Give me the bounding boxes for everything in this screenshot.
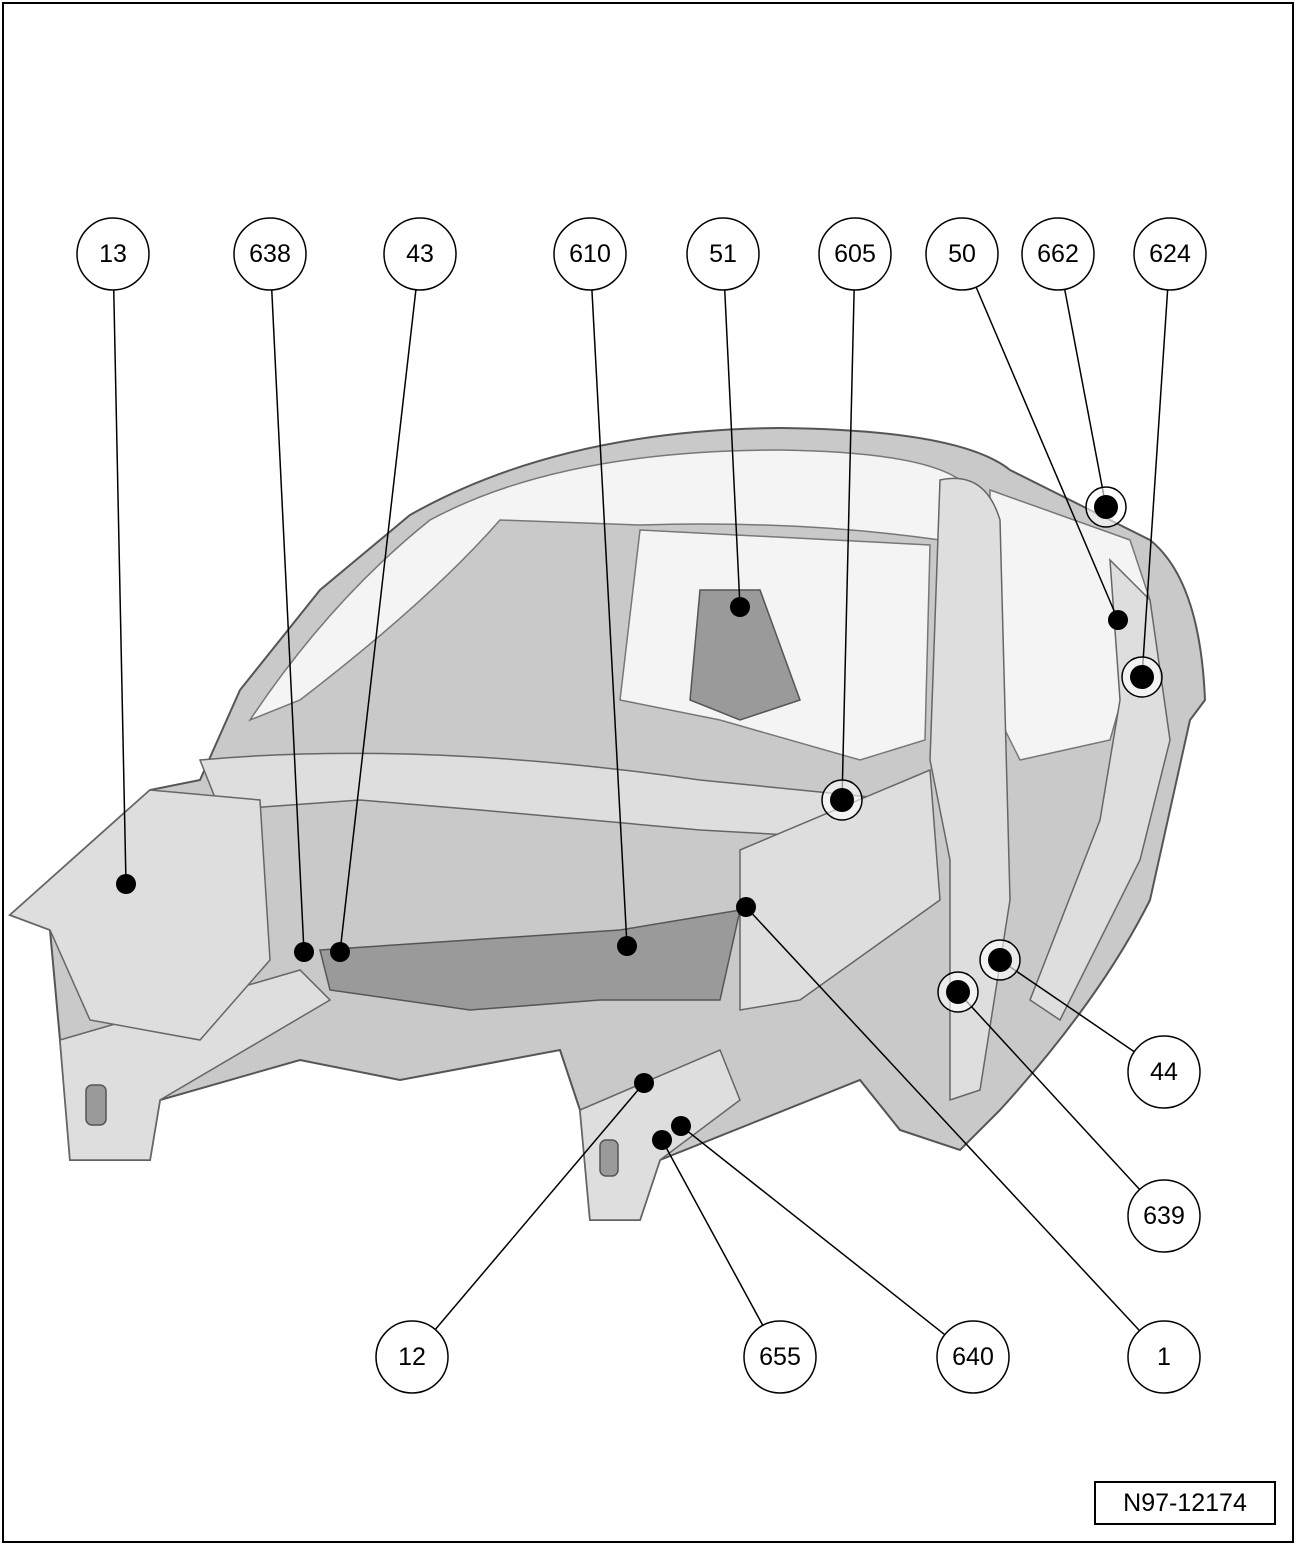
leader-line	[661, 1139, 764, 1326]
point-marker	[330, 942, 350, 962]
leader-line	[112, 289, 127, 885]
callout-50: 50	[925, 217, 1128, 630]
leader-line	[680, 1125, 946, 1336]
point-marker	[988, 948, 1012, 972]
callout-circle	[233, 217, 307, 291]
point-marker	[730, 597, 750, 617]
callout-circle	[1021, 217, 1095, 291]
point-marker	[652, 1130, 672, 1150]
callout-605: 605	[818, 217, 892, 821]
callout-circle	[1133, 217, 1207, 291]
point-marker	[1108, 610, 1128, 630]
leader-line	[434, 1082, 645, 1331]
point-marker	[1130, 665, 1154, 689]
callout-1: 1	[736, 897, 1201, 1394]
callout-label: 624	[1149, 240, 1191, 268]
callout-label: 610	[569, 240, 611, 268]
callout-label: 655	[759, 1343, 801, 1371]
callout-circle	[383, 217, 457, 291]
callout-circle	[553, 217, 627, 291]
callout-circle	[1127, 1035, 1201, 1109]
leader-line	[723, 289, 741, 608]
point-marker	[946, 980, 970, 1004]
callout-circle	[818, 217, 892, 291]
callout-44: 44	[979, 939, 1201, 1109]
callout-circle	[686, 217, 760, 291]
callout-638: 638	[233, 217, 314, 962]
callout-circle	[1127, 1179, 1201, 1253]
point-marker	[1094, 495, 1118, 519]
callout-43: 43	[330, 217, 457, 962]
callout-label: 640	[952, 1343, 994, 1371]
leader-line	[745, 906, 1141, 1332]
callout-circle	[936, 1320, 1010, 1394]
callout-13: 13	[76, 217, 150, 894]
point-marker	[116, 874, 136, 894]
callout-circle	[76, 217, 150, 291]
point-marker	[736, 897, 756, 917]
callout-label: 605	[834, 240, 876, 268]
callout-610: 610	[553, 217, 637, 956]
point-marker	[617, 936, 637, 956]
callout-circle	[743, 1320, 817, 1394]
callout-label: 638	[249, 240, 291, 268]
callout-624: 624	[1121, 217, 1207, 698]
callout-label: 50	[948, 240, 976, 268]
leader-line	[957, 991, 1141, 1191]
leader-line	[591, 289, 628, 947]
callout-655: 655	[652, 1130, 817, 1394]
callout-label: 1	[1157, 1343, 1171, 1371]
callout-label: 662	[1037, 240, 1079, 268]
leader-line	[271, 289, 305, 953]
leader-line	[339, 289, 417, 953]
callout-12: 12	[375, 1073, 654, 1394]
callout-label: 51	[709, 240, 737, 268]
leader-line	[1141, 289, 1169, 678]
callout-label: 639	[1143, 1202, 1185, 1230]
car-body-illustration	[8, 426, 1207, 1221]
callout-label: 44	[1150, 1058, 1178, 1086]
callout-label: 12	[398, 1343, 426, 1371]
callout-circle	[375, 1320, 449, 1394]
leader-line	[1063, 289, 1107, 508]
reference-code: N97-12174	[1094, 1481, 1276, 1525]
point-marker	[671, 1116, 691, 1136]
callout-circle	[1127, 1320, 1201, 1394]
leader-line	[999, 959, 1135, 1053]
callout-639: 639	[937, 971, 1201, 1253]
callout-51: 51	[686, 217, 760, 617]
callout-640: 640	[671, 1116, 1010, 1394]
leader-line	[975, 286, 1119, 621]
point-marker	[830, 788, 854, 812]
point-marker	[634, 1073, 654, 1093]
callout-662: 662	[1021, 217, 1127, 528]
leader-line	[841, 289, 855, 801]
callout-label: 13	[99, 240, 127, 268]
callout-label: 43	[406, 240, 434, 268]
callout-circle	[925, 217, 999, 291]
point-marker	[294, 942, 314, 962]
